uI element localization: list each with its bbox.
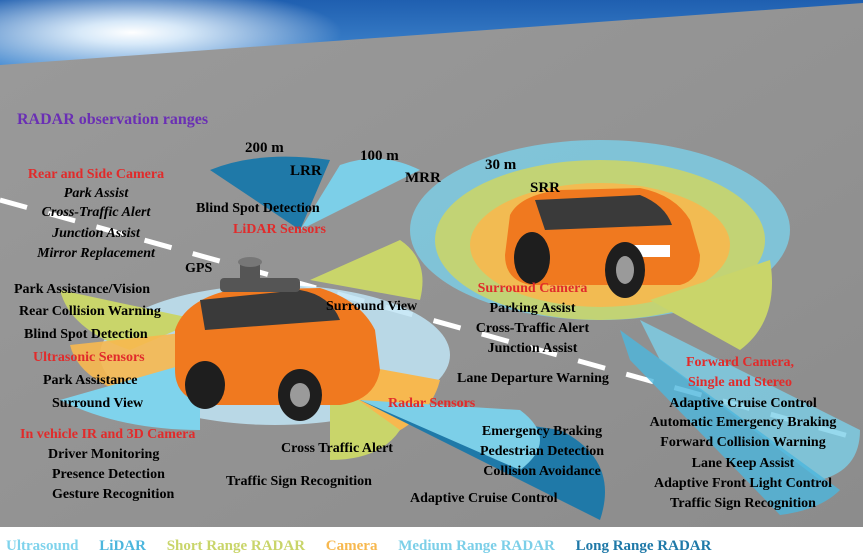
left-list-item: Park Assistance/Vision <box>14 282 150 297</box>
forward-radar-lobe <box>640 320 860 480</box>
rear-side-item: Mirror Replacement <box>37 246 155 261</box>
medium-range-radar-lobe-front <box>360 400 540 470</box>
forward-camera-item: Forward Collision Warning <box>660 435 826 450</box>
forward-camera-subtitle: Single and Stereo <box>688 375 792 390</box>
range-200m: 200 m <box>245 140 284 156</box>
forward-camera-item: Adaptive Front Light Control <box>654 476 832 491</box>
ultrasonic-item: Park Assistance <box>43 373 138 388</box>
legend-lidar: LiDAR <box>99 538 146 554</box>
forward-lidar-lobe <box>620 330 840 515</box>
lrr-label: LRR <box>290 163 322 179</box>
surround-camera-item: Cross-Traffic Alert <box>475 321 590 336</box>
left-list-item: Blind Spot Detection <box>24 327 148 342</box>
forward-camera-title: Forward Camera, <box>685 355 795 370</box>
lrr-function-item: Emergency Braking <box>481 424 603 439</box>
forward-camera-lobe <box>650 260 772 350</box>
forward-camera-item: Automatic Emergency Braking <box>649 415 837 430</box>
long-range-radar-lobe-back <box>210 156 330 230</box>
forward-camera-item: Lane Keep Assist <box>691 456 795 471</box>
radar-sensors-label: Radar Sensors <box>388 396 476 411</box>
range-30m: 30 m <box>485 157 517 173</box>
rear-car-illustration <box>175 257 380 421</box>
legend-short-range-radar: Short Range RADAR <box>166 538 306 554</box>
legend-long-range-radar: Long Range RADAR <box>575 538 712 554</box>
lrr-function-item: Pedestrian Detection <box>479 444 605 459</box>
surround-camera-item: Junction Assist <box>487 341 578 356</box>
short-range-radar-lobe-side <box>310 240 423 300</box>
legend-camera: Camera <box>325 538 378 554</box>
ir-camera-item: Presence Detection <box>52 467 165 482</box>
lidar-sensors-label: LiDAR Sensors <box>233 222 326 237</box>
cross-traffic-label: Cross Traffic Alert <box>281 441 393 456</box>
ultrasonic-sensors-title: Ultrasonic Sensors <box>33 350 145 365</box>
lane-departure-label: Lane Departure Warning <box>457 371 609 386</box>
lrr-function-item: Collision Avoidance <box>483 464 601 479</box>
legend-ultrasound: Ultrasound <box>6 538 79 554</box>
rear-side-item: Cross-Traffic Alert <box>41 205 151 220</box>
range-100m: 100 m <box>360 148 399 164</box>
rear-side-camera-title: Rear and Side Camera <box>27 167 165 182</box>
sensor-legend: Ultrasound LiDAR Short Range RADAR Camer… <box>6 537 728 555</box>
ir-camera-title: In vehicle IR and 3D Camera <box>20 427 196 442</box>
surround-camera-item: Parking Assist <box>489 301 576 316</box>
gps-label: GPS <box>185 261 213 276</box>
left-list-item: Rear Collision Warning <box>19 304 161 319</box>
surround-camera-title: Surround Camera <box>477 281 588 296</box>
rear-side-item: Park Assist <box>63 186 129 201</box>
medium-range-radar-lobe-back <box>300 158 420 230</box>
ultrasound-lobe-left <box>60 360 200 430</box>
front-car-illustration <box>505 188 700 298</box>
mrr-label: MRR <box>405 170 441 186</box>
srr-label: SRR <box>530 180 561 196</box>
surround-view-label: Surround View <box>326 299 418 314</box>
blind-spot-detection-top: Blind Spot Detection <box>196 201 320 216</box>
traffic-sign-label: Traffic Sign Recognition <box>226 474 372 489</box>
ir-camera-item: Driver Monitoring <box>48 447 160 462</box>
forward-camera-item: Traffic Sign Recognition <box>670 496 816 511</box>
legend-strip <box>0 527 863 557</box>
long-range-radar-lobe-front <box>360 400 605 520</box>
rear-side-item: Junction Assist <box>52 226 140 241</box>
forward-camera-item: Adaptive Cruise Control <box>669 396 817 411</box>
legend-medium-range-radar: Medium Range RADAR <box>398 538 555 554</box>
radar-ranges-heading: RADAR observation ranges <box>17 111 209 128</box>
adaptive-cruise-bottom-label: Adaptive Cruise Control <box>410 491 558 506</box>
ir-camera-item: Gesture Recognition <box>52 487 175 502</box>
ultrasonic-item: Surround View <box>52 396 144 411</box>
